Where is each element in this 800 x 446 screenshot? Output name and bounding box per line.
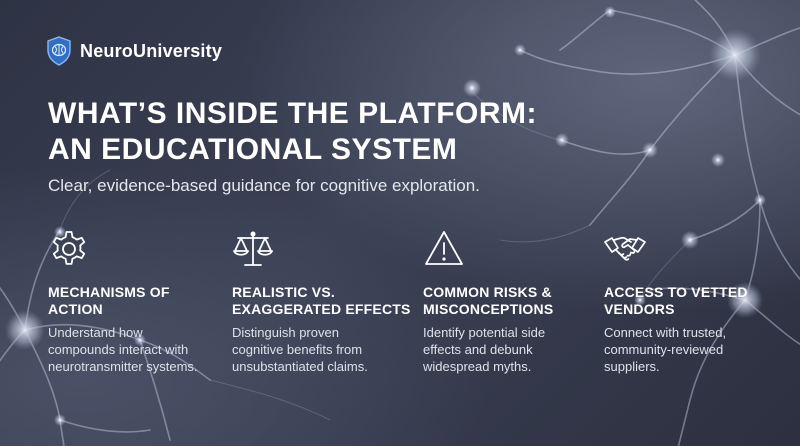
- feature-title-line: ACTION: [48, 301, 103, 317]
- feature-desc-line: Identify potential side: [423, 325, 546, 340]
- feature-title-line: VENDORS: [604, 301, 675, 317]
- feature-desc-line: effects and debunk: [423, 342, 533, 357]
- feature-title-line: COMMON RISKS &: [423, 284, 552, 300]
- feature-desc-line: neurotransmitter systems.: [48, 359, 198, 374]
- feature-title: ACCESS TO VETTED VENDORS: [604, 284, 784, 318]
- feature-description: Understand how compounds interact with n…: [48, 324, 228, 375]
- feature-title-line: MISCONCEPTIONS: [423, 301, 554, 317]
- feature-title-line: MECHANISMS OF: [48, 284, 170, 300]
- scales-icon: [233, 231, 273, 266]
- page-title-line-1: WHAT’S INSIDE THE PLATFORM:: [48, 97, 538, 130]
- feature-desc-line: unsubstantiated claims.: [232, 359, 368, 374]
- feature-desc-line: Understand how: [48, 325, 143, 340]
- page-title-line-2: AN EDUCATIONAL SYSTEM: [48, 133, 458, 166]
- feature-desc-line: compounds interact with: [48, 342, 189, 357]
- feature-title: MECHANISMS OF ACTION: [48, 284, 228, 318]
- feature-desc-line: cognitive benefits from: [232, 342, 363, 357]
- gear-icon: [52, 231, 86, 265]
- feature-title: COMMON RISKS & MISCONCEPTIONS: [423, 284, 603, 318]
- feature-description: Distinguish proven cognitive benefits fr…: [232, 324, 412, 375]
- brand-logo[interactable]: NeuroUniversity: [46, 36, 222, 66]
- feature-desc-line: community-reviewed: [604, 342, 724, 357]
- feature-desc-line: Connect with trusted,: [604, 325, 727, 340]
- feature-title-line: EXAGGERATED EFFECTS: [232, 301, 411, 317]
- page-title: WHAT’S INSIDE THE PLATFORM: AN EDUCATION…: [48, 96, 608, 168]
- feature-desc-line: Distinguish proven: [232, 325, 339, 340]
- feature-description: Connect with trusted, community-reviewed…: [604, 324, 784, 375]
- feature-risks: COMMON RISKS & MISCONCEPTIONS Identify p…: [423, 228, 603, 375]
- feature-vendors: ACCESS TO VETTED VENDORS Connect with tr…: [604, 228, 784, 375]
- brand-name: NeuroUniversity: [80, 40, 223, 61]
- brain-shield-icon: [47, 36, 71, 66]
- page-subtitle: Clear, evidence-based guidance for cogni…: [48, 176, 480, 195]
- feature-desc-line: widespread myths.: [423, 359, 532, 374]
- handshake-icon: [604, 236, 646, 261]
- feature-description: Identify potential side effects and debu…: [423, 324, 603, 375]
- feature-title-line: ACCESS TO VETTED: [604, 284, 748, 300]
- feature-title: REALISTIC VS. EXAGGERATED EFFECTS: [232, 284, 412, 318]
- warning-icon: [425, 231, 463, 265]
- feature-title-line: REALISTIC VS.: [232, 284, 335, 300]
- feature-mechanisms: MECHANISMS OF ACTION Understand how comp…: [48, 228, 228, 375]
- feature-desc-line: suppliers.: [604, 359, 660, 374]
- feature-effects: REALISTIC VS. EXAGGERATED EFFECTS Distin…: [232, 228, 412, 375]
